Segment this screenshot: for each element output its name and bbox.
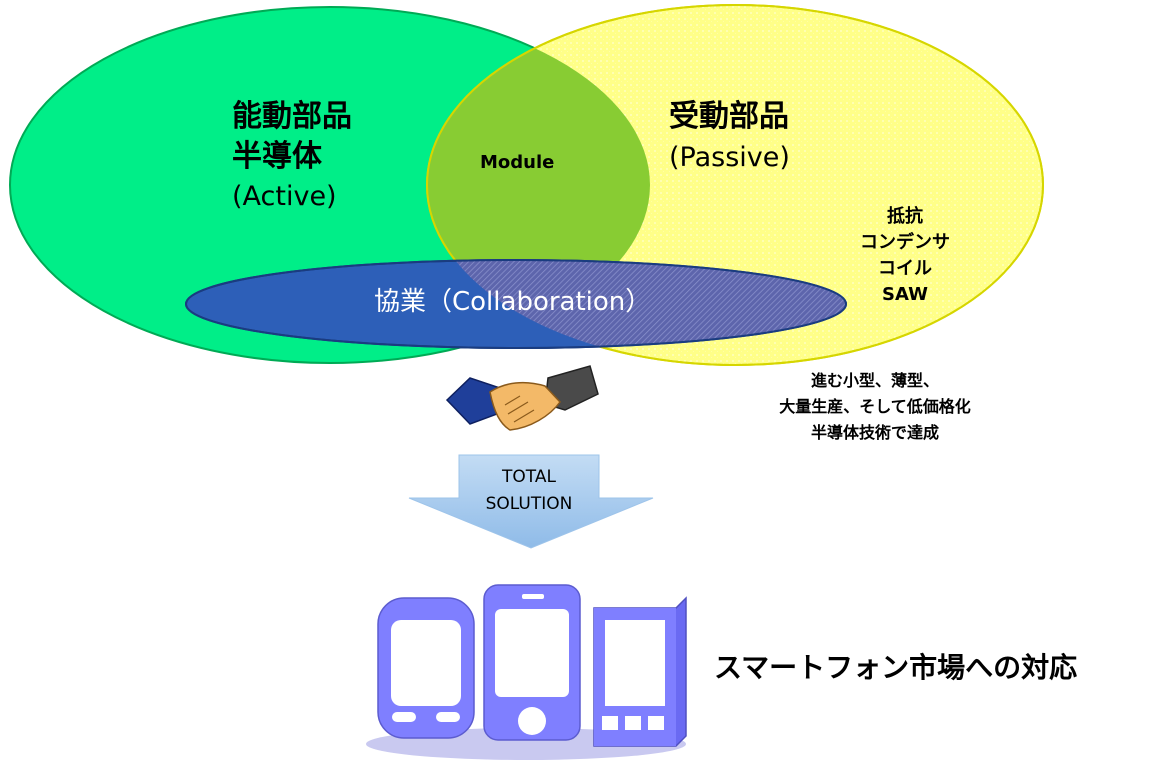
- trend-note: 大量生産、そして低価格化: [779, 397, 971, 416]
- trend-notes: 進む小型、薄型、 大量生産、そして低価格化 半導体技術で達成: [730, 368, 1020, 446]
- passive-title: 受動部品: [669, 99, 789, 134]
- active-english: (Active): [232, 181, 337, 212]
- collaboration-label: 協業（Collaboration）: [374, 287, 652, 317]
- active-title-line1: 能動部品: [232, 99, 352, 134]
- handshake-icon: [445, 365, 599, 431]
- solution-line2: SOLUTION: [485, 494, 573, 514]
- smartphone-icon: [366, 584, 687, 760]
- component-item: コンデンサ: [860, 232, 950, 253]
- passive-component-list: 抵抗 コンデンサ コイル SAW: [845, 204, 965, 308]
- trend-note: 進む小型、薄型、: [810, 371, 939, 390]
- active-title-line2: 半導体: [232, 139, 322, 174]
- passive-english: (Passive): [669, 142, 790, 173]
- trend-note: 半導体技術で達成: [810, 423, 939, 442]
- component-item: SAW: [882, 284, 928, 305]
- component-item: 抵抗: [887, 206, 923, 227]
- component-item: コイル: [878, 258, 932, 279]
- smartphone-caption: スマートフォン市場への対応: [714, 651, 1078, 684]
- solution-arrow: [408, 454, 654, 549]
- module-label: Module: [480, 152, 555, 173]
- solution-line1: TOTAL: [502, 467, 556, 487]
- solution-text: TOTAL SOLUTION: [459, 464, 599, 518]
